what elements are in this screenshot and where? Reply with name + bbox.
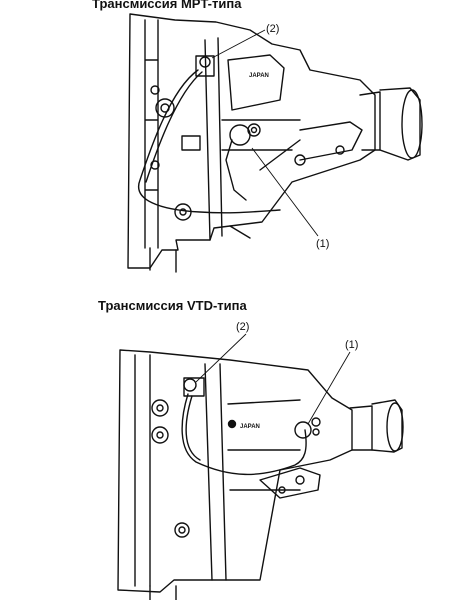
vtd-transmission-drawing: JAPAN (2) (1) (117, 321, 404, 600)
vtd-japan-stamp: JAPAN (240, 424, 260, 430)
mpt-bolt (150, 160, 160, 170)
vtd-bolt (151, 399, 169, 417)
mpt-cast-boss (227, 54, 285, 111)
vtd-left-flange (134, 354, 151, 587)
mpt-split-line (204, 37, 223, 241)
mpt-leader-1 (251, 147, 319, 237)
vtd-bolt (174, 522, 190, 538)
mpt-left-flange (144, 19, 159, 249)
mpt-breather-2 (195, 55, 215, 77)
mpt-callout-1: (1) (316, 238, 329, 250)
vtd-breather-2 (183, 378, 197, 392)
vtd-leader-1 (307, 351, 351, 425)
mpt-bolt (174, 203, 192, 221)
mpt-leader-2 (211, 29, 266, 59)
mpt-housing-outline (127, 13, 376, 269)
title-vtd-transmission: Трансмиссия VTD-типа (98, 298, 247, 313)
vtd-housing-outline (117, 349, 353, 593)
mpt-breather-hose (137, 69, 281, 214)
vtd-callout-1: (1) (345, 339, 358, 351)
mpt-bolt (150, 85, 160, 95)
vtd-output-flange (349, 405, 373, 451)
mpt-output-flange (359, 91, 381, 151)
mpt-transmission-drawing: JAPAN (2) (1) (127, 13, 423, 273)
vtd-breather-1 (294, 421, 312, 439)
title-mpt-transmission: Трансмиссия MPT-типа (92, 0, 242, 11)
vtd-callout-2: (2) (236, 321, 249, 333)
vtd-breather-hose (181, 393, 307, 476)
mpt-breather-1 (229, 124, 251, 146)
mpt-callout-2: (2) (266, 23, 279, 35)
vtd-leader-2 (195, 333, 247, 383)
mpt-japan-stamp: JAPAN (249, 73, 269, 79)
vtd-bolt (151, 426, 169, 444)
